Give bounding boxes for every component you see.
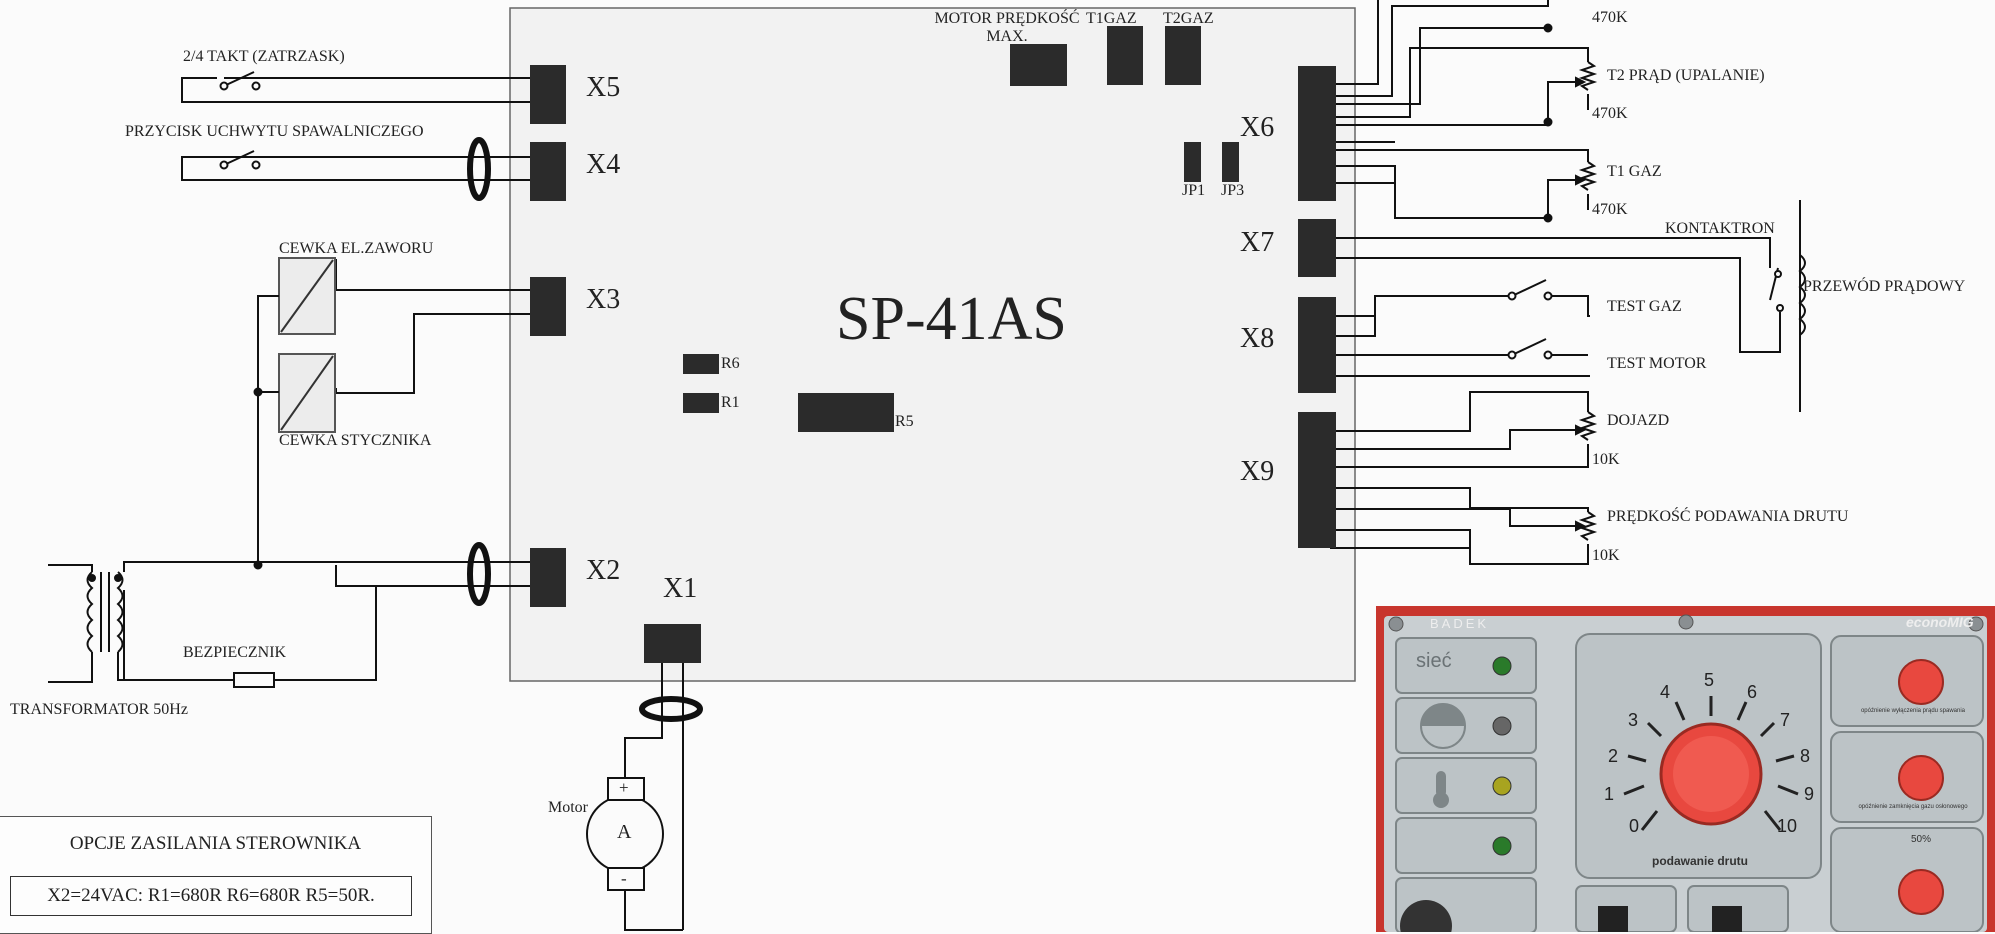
connector-x7-label: X7 bbox=[1240, 227, 1275, 258]
connector-x8-label: X8 bbox=[1240, 323, 1275, 354]
dojazd-label: DOJAZD bbox=[1607, 412, 1670, 429]
small-knob2-caption: opóźnienie zamknięcia gazu osłonowego bbox=[1858, 804, 1968, 810]
dial-number-8: 8 bbox=[1800, 746, 1811, 766]
pot-top-value: 470K bbox=[1592, 9, 1628, 26]
motor-minus-terminal: - bbox=[621, 869, 627, 888]
r5-label: R5 bbox=[895, 413, 914, 430]
connector-x6-label: X6 bbox=[1240, 112, 1275, 143]
dial-number-7: 7 bbox=[1780, 710, 1791, 730]
r1-label: R1 bbox=[721, 394, 740, 411]
connector-x2-label: X2 bbox=[586, 555, 621, 586]
fuse-label: BEZPIECZNIK bbox=[183, 644, 287, 661]
brand-label: BADEK bbox=[1430, 616, 1490, 631]
valve-coil-label: CEWKA EL.ZAWORU bbox=[279, 240, 434, 257]
t2-current-label: T2 PRĄD (UPALANIE) bbox=[1607, 67, 1765, 84]
t1gaz-label: T1GAZ bbox=[1086, 10, 1137, 27]
kontaktron-label: KONTAKTRON bbox=[1665, 220, 1775, 237]
power-options-row: X2=24VAC: R1=680R R6=680R R5=50R. bbox=[10, 876, 412, 916]
contactor-coil-label: CEWKA STYCZNIKA bbox=[279, 432, 432, 449]
dial-number-0: 0 bbox=[1629, 816, 1640, 836]
t1-gas-label: T1 GAZ bbox=[1607, 163, 1662, 180]
connector-x9-label: X9 bbox=[1240, 456, 1275, 487]
control-panel-drawing bbox=[1376, 606, 1995, 932]
model-label: econoMIG bbox=[1906, 614, 1974, 630]
current-wire-label: PRZEWÓD PRĄDOWY bbox=[1803, 278, 1966, 295]
dial-number-4: 4 bbox=[1660, 682, 1671, 702]
motor-ammeter-symbol: A bbox=[617, 821, 632, 843]
board-title: SP-41AS bbox=[836, 285, 1067, 353]
dial-number-2: 2 bbox=[1608, 746, 1619, 766]
wire-speed-pot-value: 10K bbox=[1592, 547, 1620, 564]
dial-caption: podawanie drutu bbox=[1652, 854, 1748, 868]
motor-speed-line1: MOTOR PRĘDKOŚĆ bbox=[934, 10, 1080, 27]
torch-button-label: PRZYCISK UCHWYTU SPAWALNICZEGO bbox=[125, 123, 424, 140]
siec-label: sieć bbox=[1416, 650, 1452, 672]
jp3-label: JP3 bbox=[1221, 182, 1245, 199]
takt-switch-label: 2/4 TAKT (ZATRZASK) bbox=[183, 48, 345, 65]
connector-x3-label: X3 bbox=[586, 284, 621, 315]
jp1-label: JP1 bbox=[1182, 182, 1206, 199]
control-panel-photo: BADEK econoMIG sieć 0 1 2 3 4 5 6 7 8 9 … bbox=[1376, 606, 1995, 932]
motor-plus-terminal: + bbox=[619, 778, 629, 797]
transformer-label: TRANSFORMATOR 50Hz bbox=[10, 701, 188, 718]
t2gaz-label: T2GAZ bbox=[1163, 10, 1214, 27]
motor-label: Motor bbox=[548, 799, 588, 816]
t2-pot-value: 470K bbox=[1592, 105, 1628, 122]
motor-speed-line2: MAX. bbox=[986, 28, 1028, 45]
dial-number-10: 10 bbox=[1777, 816, 1798, 836]
t1-pot-value: 470K bbox=[1592, 201, 1628, 218]
percent-label: 50% bbox=[1911, 834, 1932, 845]
dial-number-5: 5 bbox=[1704, 670, 1715, 690]
r6-label: R6 bbox=[721, 355, 740, 372]
connector-x5-label: X5 bbox=[586, 72, 621, 103]
motor-speed-max-label: MOTOR PRĘDKOŚĆ MAX. bbox=[912, 10, 1102, 46]
wire-speed-label: PRĘDKOŚĆ PODAWANIA DRUTU bbox=[1607, 508, 1849, 525]
dial-number-1: 1 bbox=[1604, 784, 1615, 804]
test-motor-label: TEST MOTOR bbox=[1607, 355, 1707, 372]
dial-number-3: 3 bbox=[1628, 710, 1639, 730]
dial-number-6: 6 bbox=[1747, 682, 1758, 702]
connector-x1-label: X1 bbox=[663, 573, 698, 604]
power-options-title: OPCJE ZASILANIA STEROWNIKA bbox=[69, 833, 362, 854]
connector-x4-label: X4 bbox=[586, 149, 621, 180]
test-gas-label: TEST GAZ bbox=[1607, 298, 1682, 315]
dojazd-pot-value: 10K bbox=[1592, 451, 1620, 468]
power-options-box: OPCJE ZASILANIA STEROWNIKA X2=24VAC: R1=… bbox=[0, 816, 432, 934]
small-knob1-caption: opóźnienie wyłączenia prądu spawania bbox=[1860, 708, 1966, 714]
dial-number-9: 9 bbox=[1804, 784, 1815, 804]
